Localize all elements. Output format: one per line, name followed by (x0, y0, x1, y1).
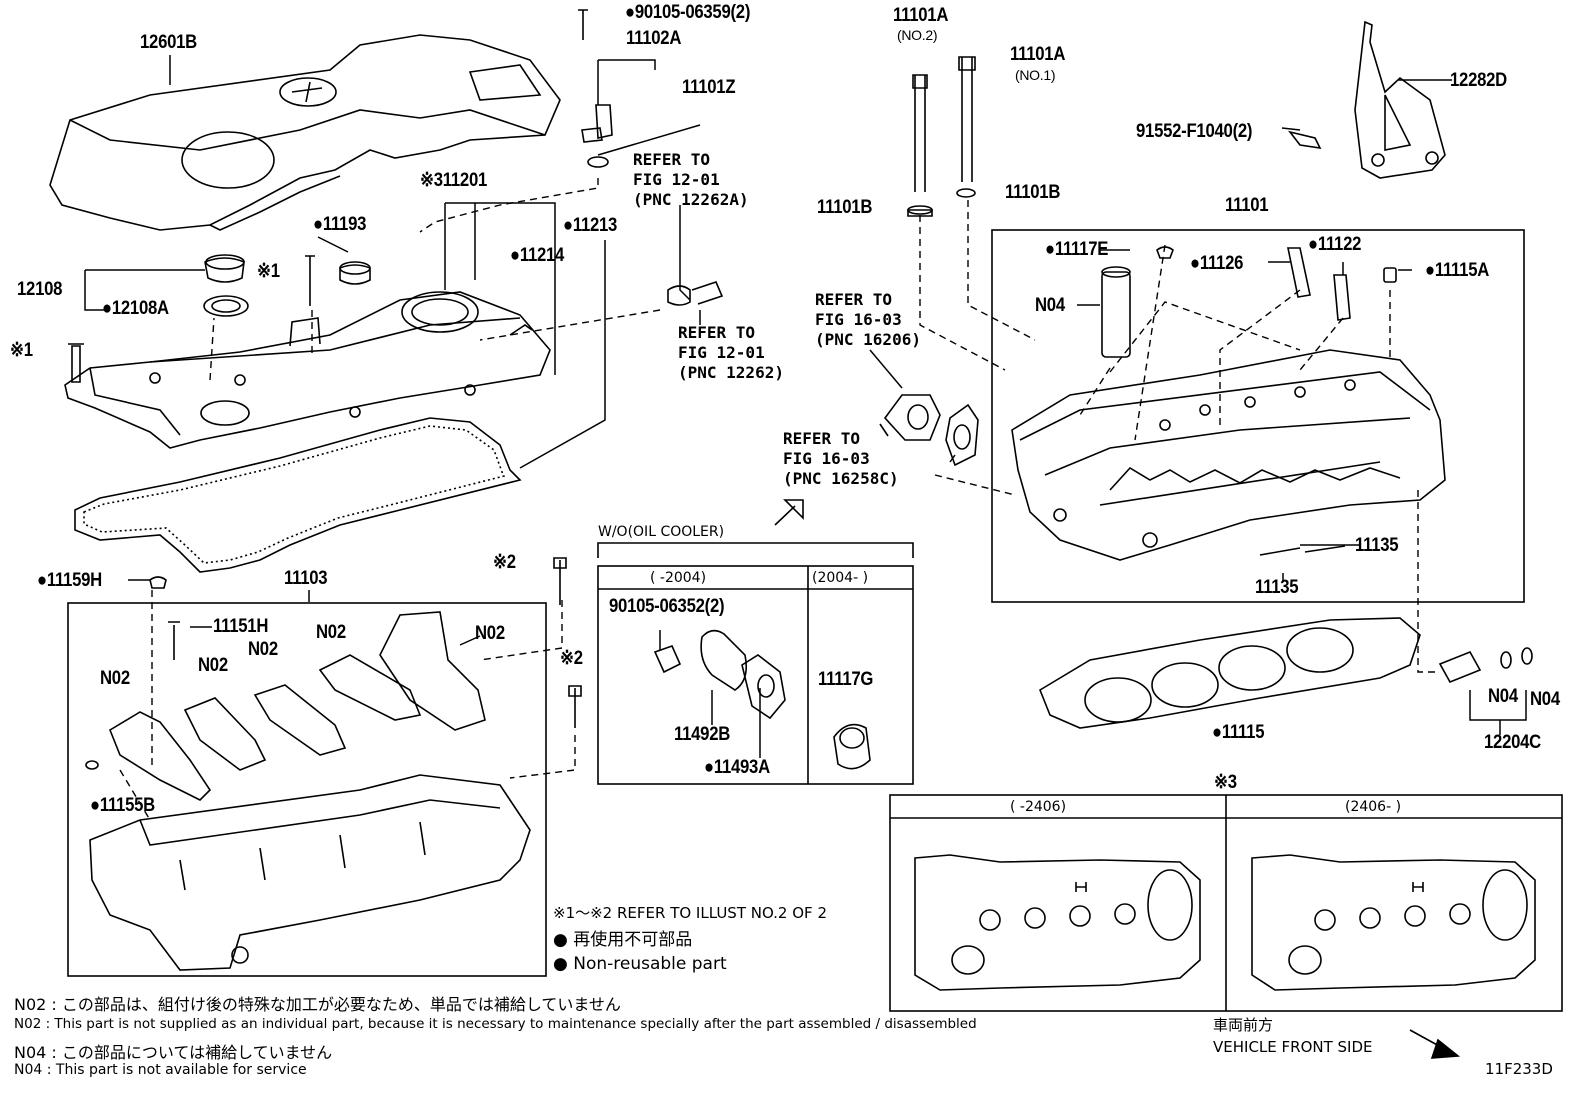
label-N02-c: N02 (248, 639, 278, 660)
label-mark2-top: ※2 (493, 552, 516, 573)
label-12601B: 12601B (140, 32, 197, 53)
label-mark1-top: ※1 (257, 261, 280, 282)
label-no1: (NO.1) (1015, 67, 1056, 83)
label-11103: 11103 (284, 568, 328, 589)
label-N02-e: N02 (100, 668, 130, 689)
label-mark1-left: ※1 (10, 340, 33, 361)
label-90105-06352: 90105-06352(2) (609, 596, 725, 617)
dashed-assembly-lines (119, 178, 1440, 821)
label-11122: ●11122 (1308, 234, 1362, 255)
camshaft-housing-drawing (85, 557, 582, 971)
label-11492B: 11492B (674, 724, 731, 745)
label-11214: ●11214 (510, 245, 565, 266)
label-N04-head: N04 (1035, 295, 1065, 316)
label-mark3: ※3 (1214, 772, 1237, 793)
label-11213: ●11213 (563, 215, 618, 236)
oil-cooler-table-lines (597, 542, 914, 785)
label-11155B: ●11155B (90, 795, 155, 816)
cylinder-head-box (991, 229, 1525, 603)
footnote-n02-jp: N02 : この部品は、組付け後の特殊な加工が必要なため、単品では補給していませ… (14, 995, 621, 1014)
front-arrow-icon (1409, 1029, 1461, 1059)
refer-16206: REFER TO FIG 16-03 (PNC 16206) (815, 290, 921, 349)
label-11117G: 11117G (818, 669, 874, 690)
label-no2: (NO.2) (897, 27, 938, 43)
cylinder-head-drawing (1011, 349, 1446, 561)
oil-cooler-col2: (2004- ) (812, 570, 869, 586)
label-12282D: 12282D (1450, 70, 1507, 91)
diagram-id: 11F233D (1485, 1060, 1553, 1078)
label-12204C: 12204C (1484, 732, 1541, 753)
note-non-reusable-jp: ● 再使用不可部品 (553, 930, 693, 950)
engine-cover-drawing (49, 34, 561, 231)
oil-cooler-table-title: W/O(OIL COOLER) (598, 524, 725, 540)
oil-cooler-parts-drawing (653, 629, 871, 770)
camshaft-housing-box (67, 602, 547, 977)
label-11101A-no2: 11101A (893, 5, 949, 26)
label-90105-06359: ●90105-06359(2) (625, 2, 751, 23)
oil-cap-drawing (68, 254, 371, 383)
label-11135-b: 11135 (1255, 577, 1299, 598)
label-12108: 12108 (17, 279, 63, 300)
label-11101B-right: 11101B (1005, 182, 1061, 203)
label-11493A: ●11493A (704, 757, 770, 778)
label-11126: ●11126 (1190, 253, 1244, 274)
label-11101Z: 11101Z (682, 77, 736, 98)
leader-lines (84, 55, 1527, 758)
valve-cover-gasket-drawing (74, 417, 522, 573)
refer-12262A: REFER TO FIG 12-01 (PNC 12262A) (633, 150, 749, 209)
small-parts-drawing (907, 20, 1533, 684)
label-11101: 11101 (1225, 195, 1269, 216)
label-11101B-left: 11101B (817, 197, 873, 218)
label-12108A: ●12108A (102, 298, 169, 319)
vehicle-front-jp: 車両前方 (1213, 1016, 1274, 1034)
thermostat-parts-drawing (879, 394, 979, 467)
label-11101A-no1: 11101A (1010, 44, 1066, 65)
footnote-n02-en: N02 : This part is not supplied as an in… (14, 1016, 977, 1032)
label-11117E: ●11117E (1045, 239, 1109, 260)
inset-cover-drawings (914, 854, 1536, 991)
label-N02-b: N02 (475, 623, 505, 644)
oil-cooler-col1: ( -2004) (650, 570, 707, 586)
vehicle-front-en: VEHICLE FRONT SIDE (1213, 1038, 1373, 1056)
label-N04-c: N04 (1530, 689, 1560, 710)
label-N02-a: N02 (316, 622, 346, 643)
label-11102A: 11102A (626, 28, 682, 49)
label-N02-d: N02 (198, 655, 228, 676)
label-11135-a: 11135 (1355, 535, 1399, 556)
inset-col2: (2406- ) (1345, 799, 1402, 815)
refer-12262: REFER TO FIG 12-01 (PNC 12262) (678, 323, 784, 382)
label-11201: ※311201 (420, 170, 488, 191)
pcv-valve-drawing (578, 9, 724, 306)
footnote-n04-en: N04 : This part is not available for ser… (14, 1062, 307, 1078)
footnote-n04-jp: N04 : この部品については補給していません (14, 1043, 333, 1062)
refer-16258C: REFER TO FIG 16-03 (PNC 16258C) (783, 429, 899, 488)
note-non-reusable-en: ● Non-reusable part (553, 954, 727, 974)
inset-table-lines (889, 794, 1563, 1012)
label-11193: ●11193 (313, 214, 367, 235)
label-mark2-mid: ※2 (560, 648, 583, 669)
label-11115: ●11115 (1212, 722, 1265, 743)
label-11115A: ●11115A (1425, 260, 1490, 281)
note-refer-illust: ※1～※2 REFER TO ILLUST NO.2 OF 2 (553, 904, 827, 922)
label-N04-b: N04 (1488, 686, 1518, 707)
head-gasket-drawing (1039, 617, 1421, 729)
valve-cover-drawing (64, 291, 551, 449)
label-91552-F1040: 91552-F1040(2) (1136, 121, 1253, 142)
refer-arrow (774, 499, 804, 526)
label-11151H: 11151H (213, 616, 269, 637)
inset-col1: ( -2406) (1010, 799, 1067, 815)
label-11159H: ●11159H (37, 570, 102, 591)
